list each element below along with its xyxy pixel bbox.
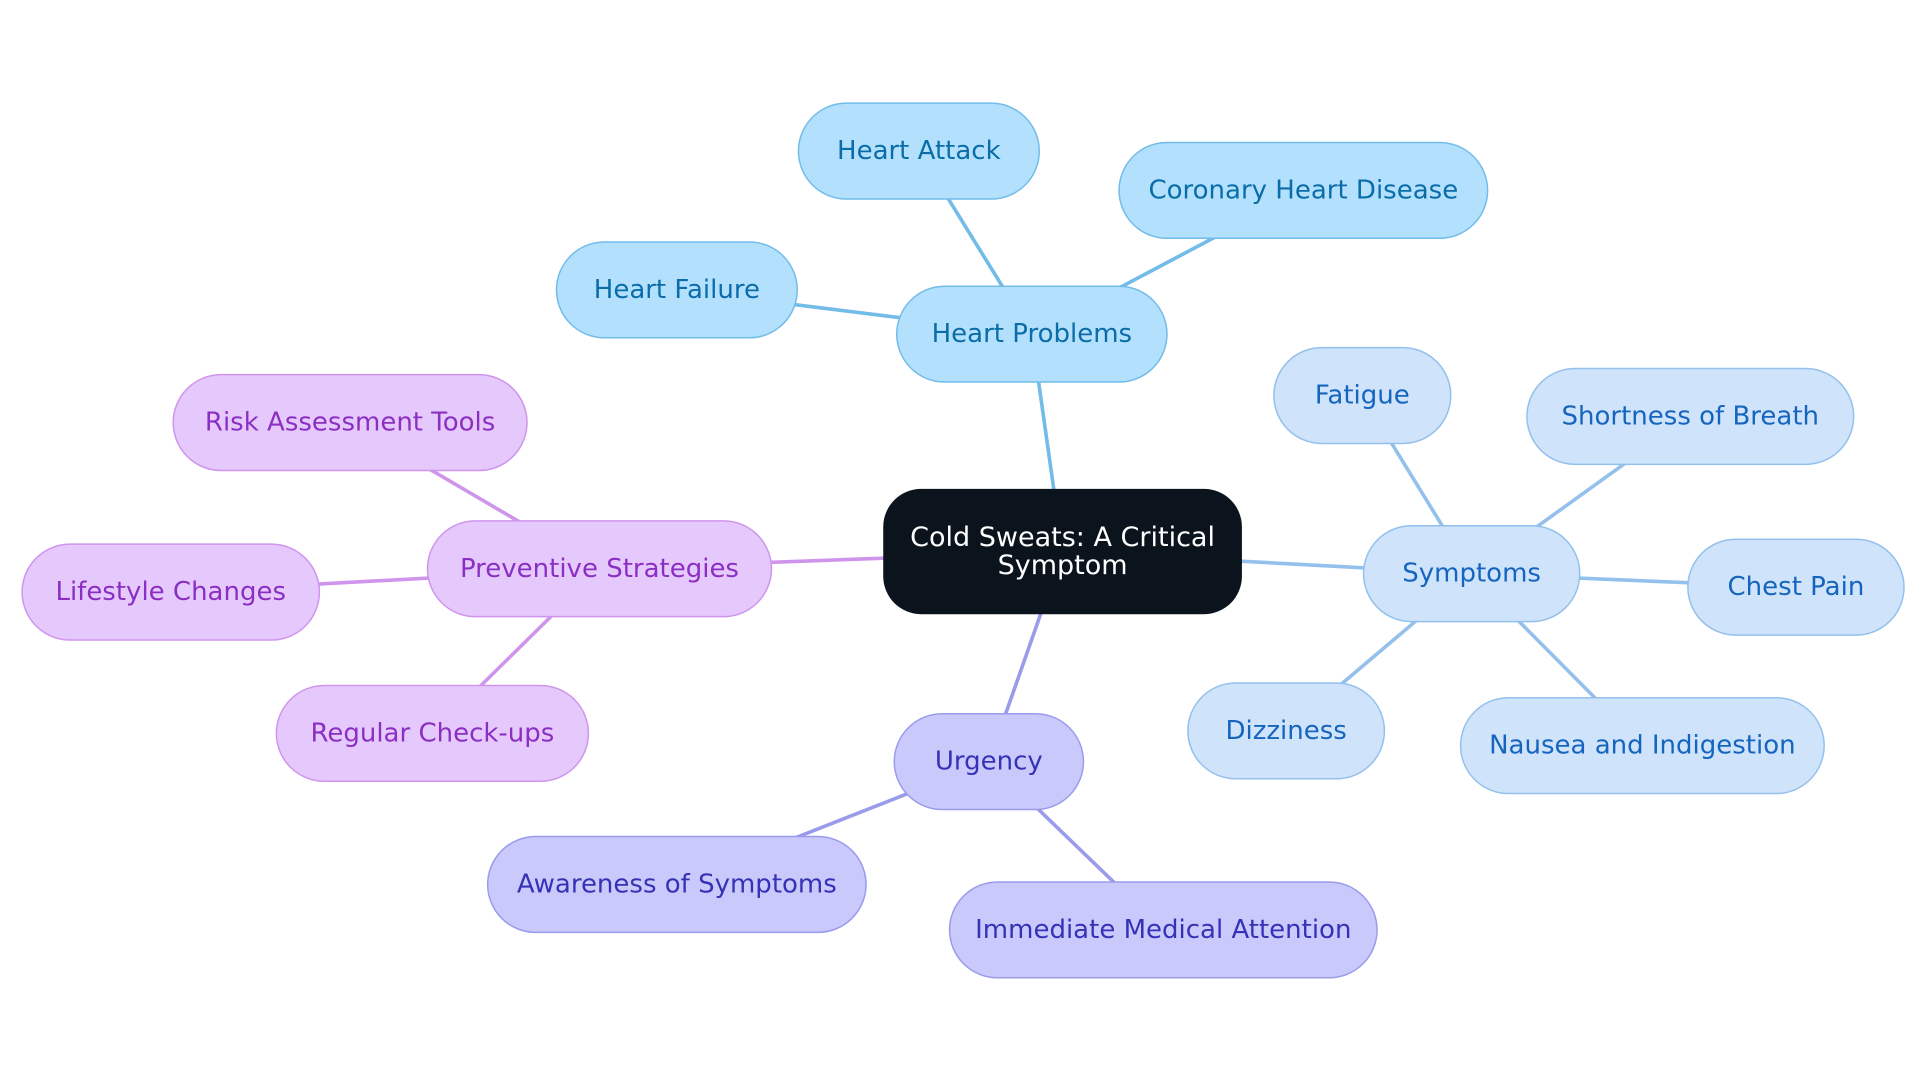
node-heart-failure[interactable]: Heart Failure <box>555 241 798 339</box>
node-heart-problems-shape <box>895 285 1168 383</box>
node-shortness-of-breath[interactable]: Shortness of Breath <box>1526 367 1855 466</box>
node-lifestyle-changes[interactable]: Lifestyle Changes <box>21 543 321 641</box>
node-symptoms-shape <box>1362 525 1581 623</box>
node-nausea-and-indigestion-label: Nausea and Indigestion <box>1489 731 1796 761</box>
node-heart-failure-label: Heart Failure <box>594 275 760 305</box>
node-nausea-and-indigestion[interactable]: Nausea and Indigestion <box>1459 696 1825 795</box>
node-regular-check-ups[interactable]: Regular Check-ups <box>275 684 590 783</box>
node-risk-assessment-tools[interactable]: Risk Assessment Tools <box>172 373 528 472</box>
node-risk-assessment-tools-shape <box>172 373 528 472</box>
node-heart-failure-shape <box>555 241 798 339</box>
node-symptoms-label: Symptoms <box>1402 559 1541 589</box>
node-root-label-2: Symptom <box>998 550 1128 581</box>
node-fatigue-shape <box>1273 346 1452 445</box>
node-root-label-1: Cold Sweats: A Critical <box>910 522 1215 553</box>
node-dizziness-shape <box>1187 682 1386 780</box>
node-coronary-heart-disease-label: Coronary Heart Disease <box>1148 175 1458 205</box>
node-symptoms[interactable]: Symptoms <box>1362 525 1581 623</box>
node-preventive-strategies[interactable]: Preventive Strategies <box>426 520 773 618</box>
node-regular-check-ups-shape <box>275 684 590 783</box>
node-regular-check-ups-label: Regular Check-ups <box>310 718 554 748</box>
node-nausea-and-indigestion-shape <box>1459 696 1825 795</box>
node-awareness-of-symptoms-shape <box>486 835 867 934</box>
node-urgency-label: Urgency <box>935 747 1043 777</box>
node-preventive-strategies-shape <box>426 520 773 618</box>
node-risk-assessment-tools-label: Risk Assessment Tools <box>205 408 495 438</box>
node-heart-problems-label: Heart Problems <box>932 319 1132 349</box>
node-awareness-of-symptoms[interactable]: Awareness of Symptoms <box>486 835 867 934</box>
node-heart-attack-label: Heart Attack <box>837 136 1001 166</box>
node-immediate-medical-attention-shape <box>948 881 1378 979</box>
node-immediate-medical-attention[interactable]: Immediate Medical Attention <box>948 881 1378 979</box>
node-lifestyle-changes-label: Lifestyle Changes <box>55 577 286 607</box>
node-heart-attack-shape <box>797 102 1040 200</box>
node-heart-attack[interactable]: Heart Attack <box>797 102 1040 200</box>
node-heart-problems[interactable]: Heart Problems <box>895 285 1168 383</box>
node-chest-pain-label: Chest Pain <box>1728 572 1865 602</box>
node-preventive-strategies-label: Preventive Strategies <box>460 554 739 584</box>
node-fatigue-label: Fatigue <box>1315 381 1410 411</box>
node-dizziness-label: Dizziness <box>1225 716 1346 746</box>
node-awareness-of-symptoms-label: Awareness of Symptoms <box>517 869 837 899</box>
node-chest-pain[interactable]: Chest Pain <box>1687 538 1905 636</box>
node-immediate-medical-attention-label: Immediate Medical Attention <box>975 915 1351 945</box>
node-shortness-of-breath-shape <box>1526 367 1855 466</box>
node-chest-pain-shape <box>1687 538 1905 636</box>
node-coronary-heart-disease-shape <box>1118 141 1489 240</box>
node-lifestyle-changes-shape <box>21 543 321 641</box>
node-dizziness[interactable]: Dizziness <box>1187 682 1386 780</box>
node-urgency[interactable]: Urgency <box>893 712 1085 811</box>
node-shortness-of-breath-label: Shortness of Breath <box>1562 401 1820 431</box>
node-fatigue[interactable]: Fatigue <box>1273 346 1452 445</box>
node-root-shape <box>883 488 1242 615</box>
node-coronary-heart-disease[interactable]: Coronary Heart Disease <box>1118 141 1489 240</box>
node-urgency-shape <box>893 712 1085 811</box>
